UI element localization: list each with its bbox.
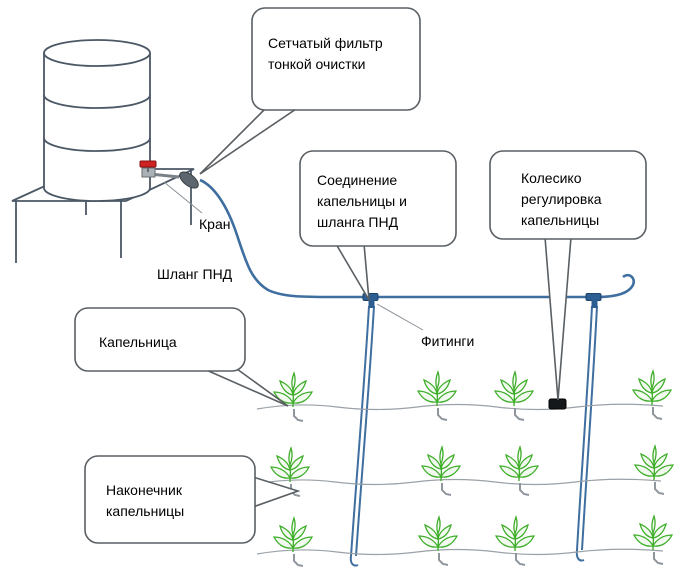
row-tube-1	[256, 403, 664, 411]
adjustment-wheel	[548, 398, 567, 410]
tap-pointer-line	[163, 181, 203, 214]
plant	[499, 446, 539, 496]
plant	[634, 445, 674, 495]
plant	[633, 515, 673, 565]
plant	[421, 446, 461, 496]
callout-filter-label: Сетчатый фильтр тонкой очистки	[268, 35, 383, 72]
drip-line-1	[349, 305, 375, 567]
callout-tip-bubble	[84, 455, 256, 544]
row-tubes	[254, 403, 664, 556]
callout-filter	[199, 7, 421, 175]
callout-dripper	[74, 307, 289, 407]
plant	[494, 371, 534, 421]
row-tube-2	[254, 478, 662, 486]
callout-connection-label: Соединение капельницы и шланга ПНД	[317, 172, 407, 230]
callout-dripper-tail	[203, 368, 289, 407]
plant	[273, 372, 313, 422]
plant	[495, 516, 535, 566]
callout-connection	[299, 150, 457, 301]
fittings-pointer-line	[376, 303, 424, 331]
plants	[270, 370, 674, 567]
tap-label: Кран	[199, 216, 231, 232]
plant	[632, 370, 672, 420]
fitting-connector-1	[362, 293, 379, 308]
main-hose	[199, 178, 635, 299]
callout-wheel-tail	[544, 236, 572, 401]
callout-tip-label: Наконечник капельницы	[106, 482, 185, 519]
callout-wheel-label: Колесико регулировка капельницы	[521, 170, 602, 228]
plant	[418, 516, 458, 566]
drip-line-2	[575, 305, 598, 562]
callout-connection-bubble	[299, 150, 457, 247]
callout-wheel	[489, 150, 647, 401]
callout-tip	[84, 455, 301, 544]
fittings-label: Фитинги	[421, 333, 475, 349]
fitting-connector-2	[585, 293, 602, 308]
tap-valve	[139, 160, 180, 179]
mesh-filter-unit	[179, 171, 199, 189]
plant	[273, 517, 313, 567]
callout-filter-tail	[199, 106, 302, 175]
callout-wheel-bubble	[489, 150, 647, 240]
callout-connection-tail	[334, 243, 370, 301]
callout-filter-bubble	[251, 7, 421, 111]
pointer-lines	[163, 181, 424, 331]
callout-dripper-bubble	[74, 307, 246, 372]
water-barrel	[43, 39, 151, 202]
hose-label: Шланг ПНД	[157, 266, 233, 282]
plant	[417, 371, 457, 421]
row-tube-3	[256, 548, 664, 556]
callout-dripper-label: Капельница	[99, 334, 177, 350]
